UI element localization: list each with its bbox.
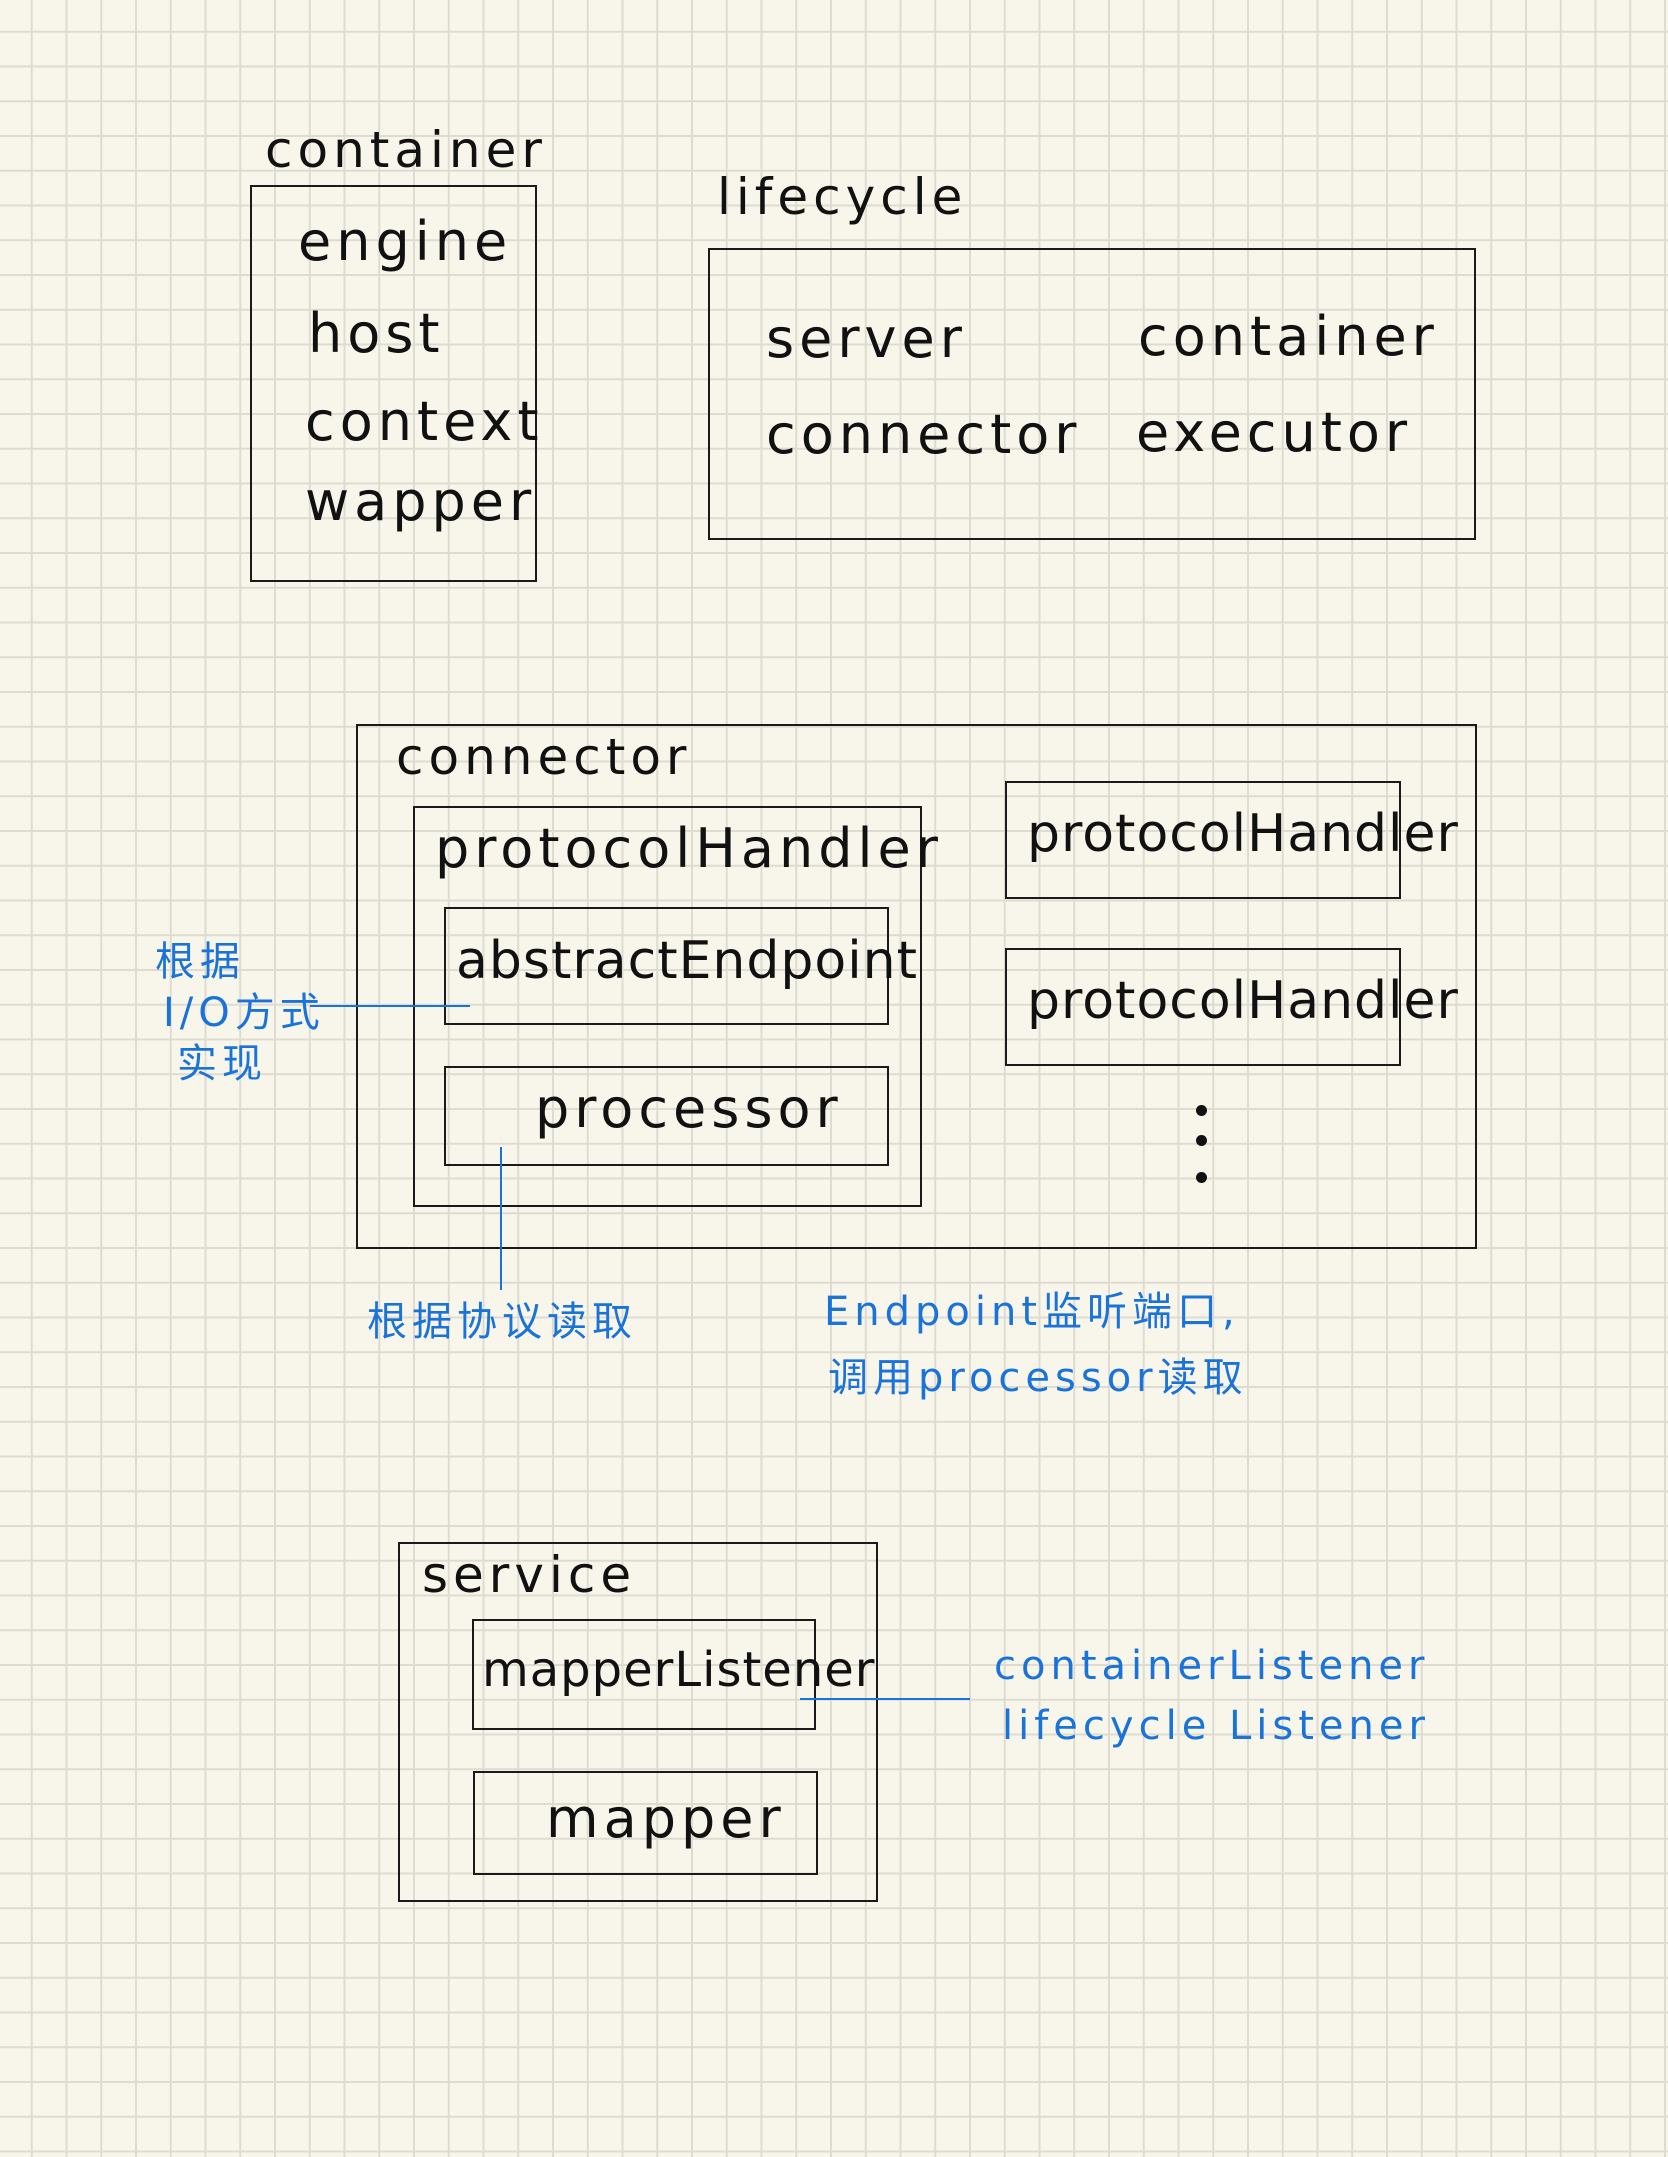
lifecycle-item-server: server	[766, 307, 967, 370]
processor-box	[444, 1066, 889, 1166]
mapper-label: mapper	[546, 1787, 786, 1850]
processor-label: processor	[535, 1077, 843, 1140]
listener-note-connector-line	[800, 1698, 970, 1700]
container-title: container	[265, 121, 547, 179]
protocol-handler-2-label: protocolHandler	[1027, 804, 1459, 864]
listener-note-line-2: lifecycle Listener	[1002, 1703, 1430, 1749]
container-item-wapper: wapper	[305, 470, 537, 533]
abstract-endpoint-box	[444, 907, 889, 1025]
mapper-listener-box	[472, 1619, 816, 1730]
io-note-connector-line	[310, 1005, 470, 1007]
protocol-handler-2-box	[1005, 781, 1401, 899]
ellipsis-dot-3	[1196, 1172, 1207, 1183]
lifecycle-box	[708, 248, 1476, 540]
container-item-engine: engine	[298, 210, 513, 273]
mapper-box	[473, 1771, 818, 1875]
container-item-context: context	[305, 390, 544, 453]
ellipsis-dot-2	[1196, 1135, 1207, 1146]
lifecycle-item-connector: connector	[766, 403, 1082, 466]
endpoint-note-line-1: Endpoint监听端口,	[824, 1289, 1240, 1335]
lifecycle-title: lifecycle	[717, 168, 968, 226]
lifecycle-item-executor: executor	[1136, 401, 1413, 464]
listener-note-line-1: containerListener	[994, 1643, 1430, 1689]
protocol-handler-3-label: protocolHandler	[1027, 971, 1459, 1031]
container-box	[250, 185, 537, 582]
service-title: service	[422, 1546, 637, 1604]
ellipsis-dot-1	[1196, 1105, 1207, 1116]
connector-box	[356, 724, 1477, 1249]
protocol-handler-3-box	[1005, 948, 1401, 1066]
endpoint-note-line-2: 调用processor读取	[828, 1355, 1248, 1401]
container-item-host: host	[308, 302, 445, 365]
protocol-note-connector-line	[500, 1147, 502, 1290]
protocol-note: 根据协议读取	[367, 1299, 637, 1345]
protocol-handler-main-label: protocolHandler	[435, 817, 943, 880]
io-note-line-2: I/O方式	[163, 990, 325, 1036]
service-box	[398, 1542, 878, 1902]
connector-title: connector	[396, 728, 692, 786]
io-note-line-1: 根据	[155, 939, 245, 985]
io-note-line-3: 实现	[177, 1041, 267, 1087]
mapper-listener-label: mapperListener	[482, 1642, 876, 1698]
abstract-endpoint-label: abstractEndpoint	[456, 931, 919, 991]
lifecycle-item-container: container	[1138, 305, 1439, 368]
